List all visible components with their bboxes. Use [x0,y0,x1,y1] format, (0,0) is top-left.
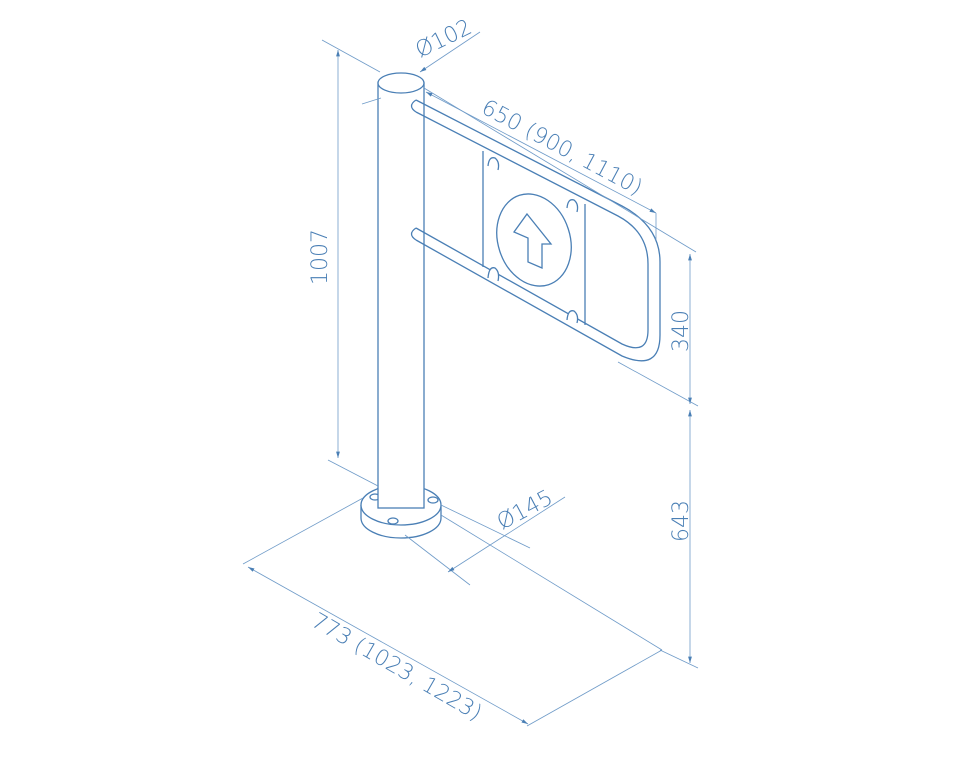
dimension-lines [242,31,699,727]
gate-height-label: 340 [669,310,694,352]
arrow-up-icon [512,212,553,269]
gate-length-label: 650 (900, 1110) [477,95,646,201]
pole-height-label: 1007 [308,229,333,285]
base-diameter-label: Ø145 [493,485,557,535]
pole [377,72,425,509]
panel-bolts [487,157,579,324]
gate-bottom-height-label: 643 [669,500,694,542]
total-length-label: 773 (1023, 1223) [307,609,486,727]
